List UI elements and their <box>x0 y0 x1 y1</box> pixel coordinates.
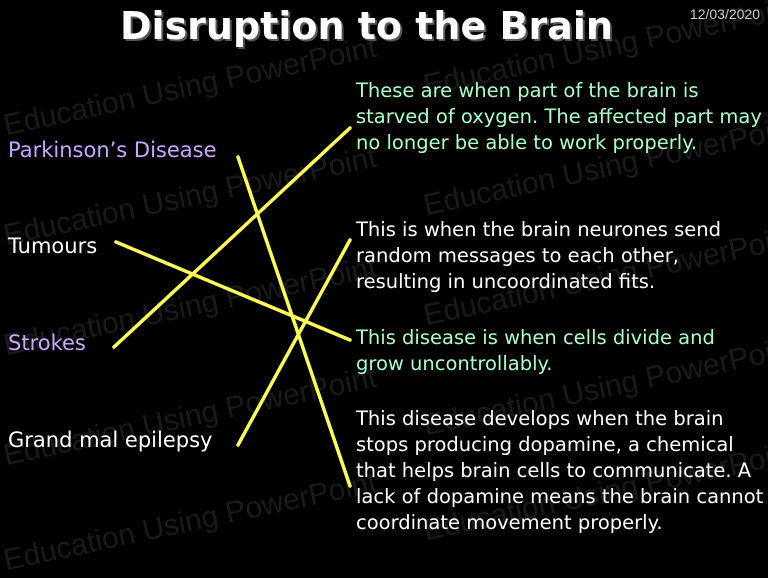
term-tumours: Tumours <box>8 234 98 258</box>
match-line-tumours[interactable] <box>114 240 352 342</box>
match-line-parkinsons[interactable] <box>236 155 352 488</box>
definition-tumours: This disease is when cells divide and gr… <box>356 326 715 375</box>
term-parkinsons: Parkinson’s Disease <box>8 138 217 162</box>
match-line-strokes[interactable] <box>112 126 352 349</box>
term-strokes: Strokes <box>8 331 86 355</box>
slide-title: Disruption to the Brain <box>120 4 613 48</box>
definition-epilepsy: This is when the brain neurones send ran… <box>356 218 722 293</box>
match-line-epilepsy[interactable] <box>236 238 352 447</box>
slide-date: 12/03/2020 <box>689 6 760 22</box>
term-grand-mal-epilepsy: Grand mal epilepsy <box>8 428 213 452</box>
definition-parkinsons: This disease develops when the brain sto… <box>356 407 764 534</box>
definition-strokes: These are when part of the brain is star… <box>356 79 762 154</box>
